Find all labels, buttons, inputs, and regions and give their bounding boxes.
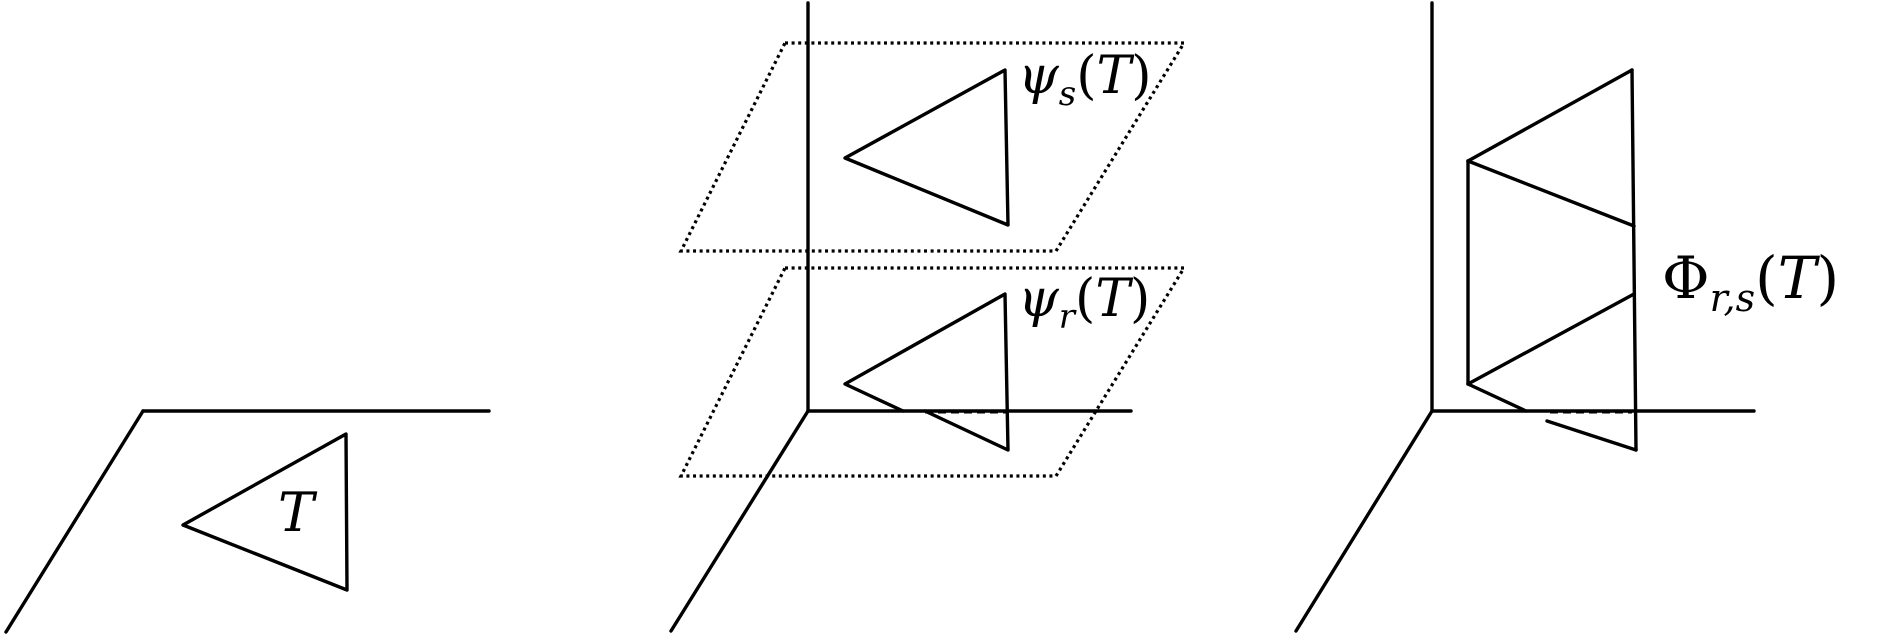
triangle-psi-s: [843, 68, 1010, 227]
depth-axis: [669, 409, 810, 633]
lower-slice-plane: [678, 266, 1187, 478]
panel-slices: ψs(T) ψr(T): [669, 1, 1187, 633]
triangle-psi-r-front: [843, 292, 1010, 452]
prism-bottom-lower-edge: [1466, 382, 1528, 413]
label-phi: Φr,s(T): [1662, 244, 1839, 320]
label-psi-s: ψs(T): [1018, 46, 1152, 114]
panel-prism: Φr,s(T): [1294, 1, 1839, 633]
prism-bottom-lower-edge-front: [1545, 419, 1638, 452]
panel-base: T: [4, 409, 491, 634]
label-psi-r: ψr(T): [1018, 269, 1150, 337]
upper-slice-plane: [678, 41, 1187, 253]
prism-bottom-upper-edge: [1466, 292, 1636, 386]
prism-right-vertical: [1630, 68, 1638, 452]
label-T: T: [278, 481, 318, 544]
prism-top-lower-edge: [1466, 159, 1636, 228]
plane-left-edge: [4, 409, 145, 634]
depth-axis: [1294, 409, 1434, 633]
triangle-T: [181, 432, 349, 592]
prism-top-upper-edge: [1466, 68, 1634, 163]
